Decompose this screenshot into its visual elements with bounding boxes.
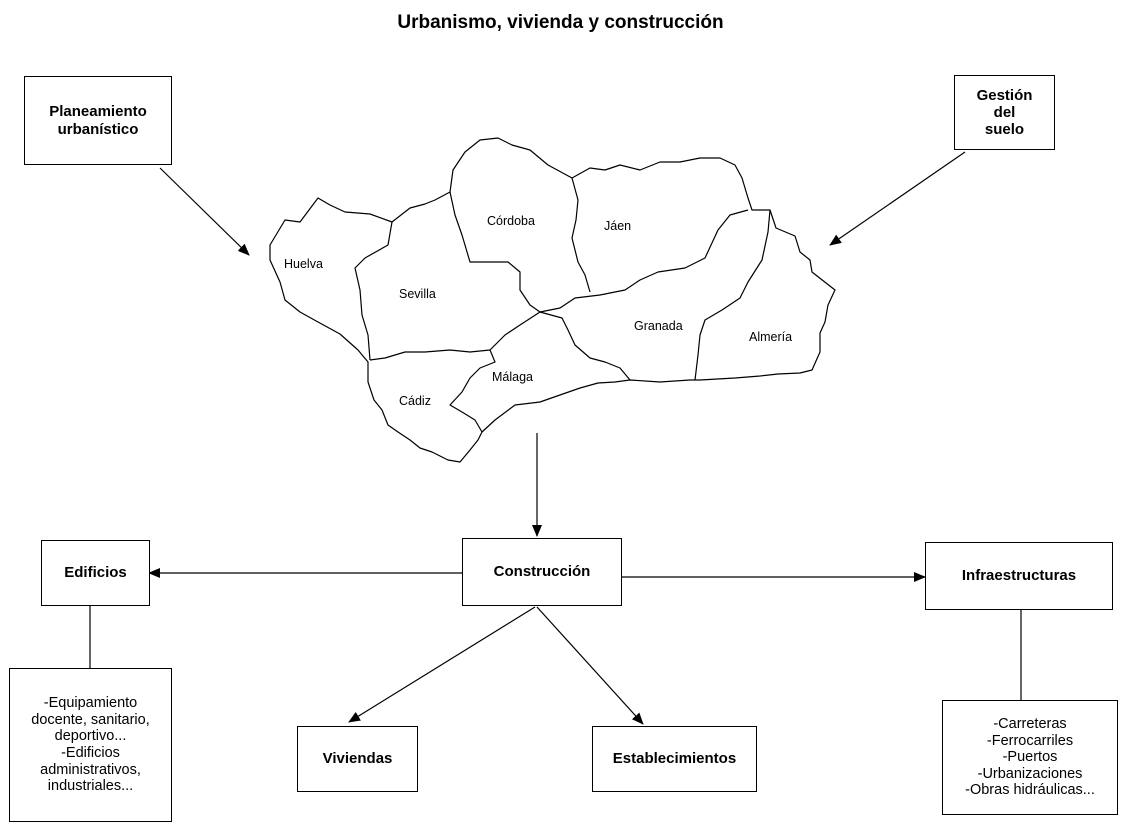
construccion-box: Construcción: [462, 538, 622, 606]
viviendas-box: Viviendas: [297, 726, 418, 792]
diagram-title: Urbanismo, vivienda y construcción: [397, 12, 724, 33]
gestion-box: Gestión del suelo: [954, 75, 1055, 150]
region-cadiz-label: Cádiz: [399, 394, 431, 408]
infraestructuras-list-box: -Carreteras -Ferrocarriles -Puertos -Urb…: [942, 700, 1118, 815]
region-almeria-label: Almería: [749, 330, 792, 344]
border-huelva-sevilla: [354, 221, 393, 361]
region-sevilla-label: Sevilla: [399, 287, 436, 301]
edificios-box: Edificios: [41, 540, 150, 606]
arrow-construccion-viviendas: [348, 606, 536, 723]
region-malaga-label: Málaga: [492, 370, 533, 384]
edificios-list-box: -Equipamiento docente, sanitario, deport…: [9, 668, 172, 822]
region-huelva-label: Huelva: [284, 257, 323, 271]
border-cadiz-malaga: [449, 349, 496, 433]
establecimientos-box: Establecimientos: [592, 726, 757, 792]
border-sevilla-south: [369, 311, 541, 361]
region-jaen-label: Jáen: [604, 219, 631, 233]
region-cordoba-label: Córdoba: [487, 214, 535, 228]
arrow-gestion-map: [829, 151, 966, 246]
border-malaga-granada: [539, 311, 631, 381]
planeamiento-box: Planeamiento urbanístico: [24, 76, 172, 165]
map-outline: [269, 137, 836, 463]
border-cordoba-jaen: [571, 177, 591, 293]
arrow-planeamiento-map: [159, 167, 250, 256]
border-sevilla-cordoba: [449, 191, 541, 313]
arrow-construccion-establecimientos: [536, 606, 644, 725]
andalucia-map: [269, 137, 836, 463]
border-cordoba-granada: [539, 209, 749, 313]
border-granada-almeria: [694, 209, 771, 381]
region-granada-label: Granada: [634, 319, 683, 333]
infraestructuras-box: Infraestructuras: [925, 542, 1113, 610]
